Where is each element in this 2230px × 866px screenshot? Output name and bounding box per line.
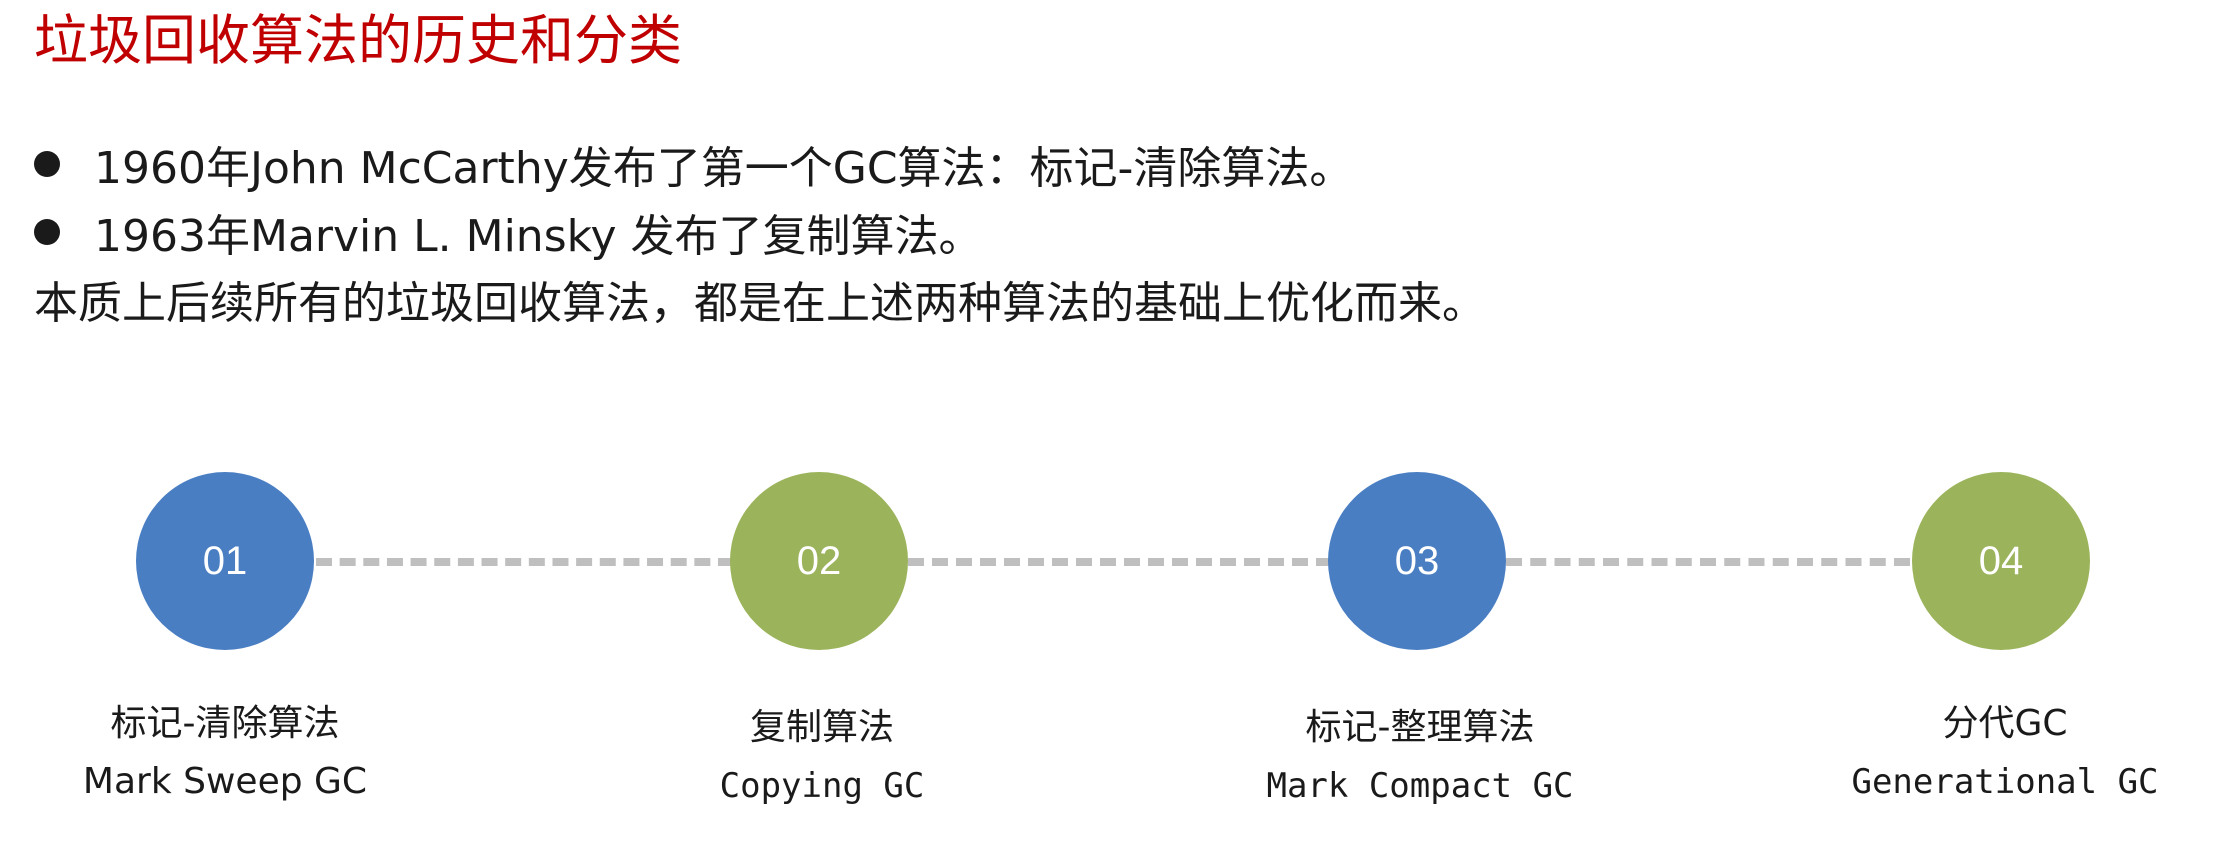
algorithm-name-en: Copying GC — [719, 766, 925, 806]
timeline-node-01: 01 — [136, 472, 314, 650]
page-title: 垃圾回收算法的历史和分类 — [34, 9, 682, 72]
node-number: 02 — [796, 538, 842, 583]
bullet-text: 1960年John McCarthy发布了第一个GC算法：标记-清除算法。 — [94, 143, 1354, 194]
timeline-node-03: 03 — [1328, 472, 1506, 650]
algorithm-name-cn: 标记-整理算法 — [1305, 707, 1535, 748]
timeline-connector — [908, 558, 1332, 566]
node-number: 04 — [1978, 538, 2024, 583]
bullet-item-mark-sweep: 1960年John McCarthy发布了第一个GC算法：标记-清除算法。 — [34, 130, 1353, 198]
bullet-item-copying: 1963年Marvin L. Minsky 发布了复制算法。 — [34, 198, 1353, 266]
bullet-list: 1960年John McCarthy发布了第一个GC算法：标记-清除算法。 19… — [34, 130, 1353, 266]
algorithm-name-cn: 标记-清除算法 — [110, 703, 340, 744]
summary-text: 本质上后续所有的垃圾回收算法，都是在上述两种算法的基础上优化而来。 — [34, 278, 1486, 329]
bullet-dot-icon — [34, 151, 60, 177]
timeline-caption-04: 分代GC Generational GC — [1795, 696, 2215, 812]
timeline-node-04: 04 — [1912, 472, 2090, 650]
algorithm-name-cn: 分代GC — [1942, 703, 2068, 744]
timeline-caption-02: 复制算法 Copying GC — [612, 700, 1032, 816]
timeline-connector — [316, 558, 734, 566]
node-number: 01 — [202, 538, 248, 583]
algorithm-name-en: Mark Compact GC — [1266, 766, 1574, 806]
algorithm-name-en: Mark Sweep GC — [82, 761, 368, 802]
algorithm-name-cn: 复制算法 — [749, 707, 894, 748]
bullet-text: 1963年Marvin L. Minsky 发布了复制算法。 — [94, 211, 983, 262]
algorithm-name-en: Generational GC — [1851, 762, 2159, 802]
timeline-node-02: 02 — [730, 472, 908, 650]
bullet-dot-icon — [34, 219, 60, 245]
timeline-connector — [1506, 558, 1910, 566]
timeline-caption-03: 标记-整理算法 Mark Compact GC — [1210, 700, 1630, 816]
node-number: 03 — [1394, 538, 1440, 583]
timeline-caption-01: 标记-清除算法 Mark Sweep GC — [15, 696, 435, 812]
